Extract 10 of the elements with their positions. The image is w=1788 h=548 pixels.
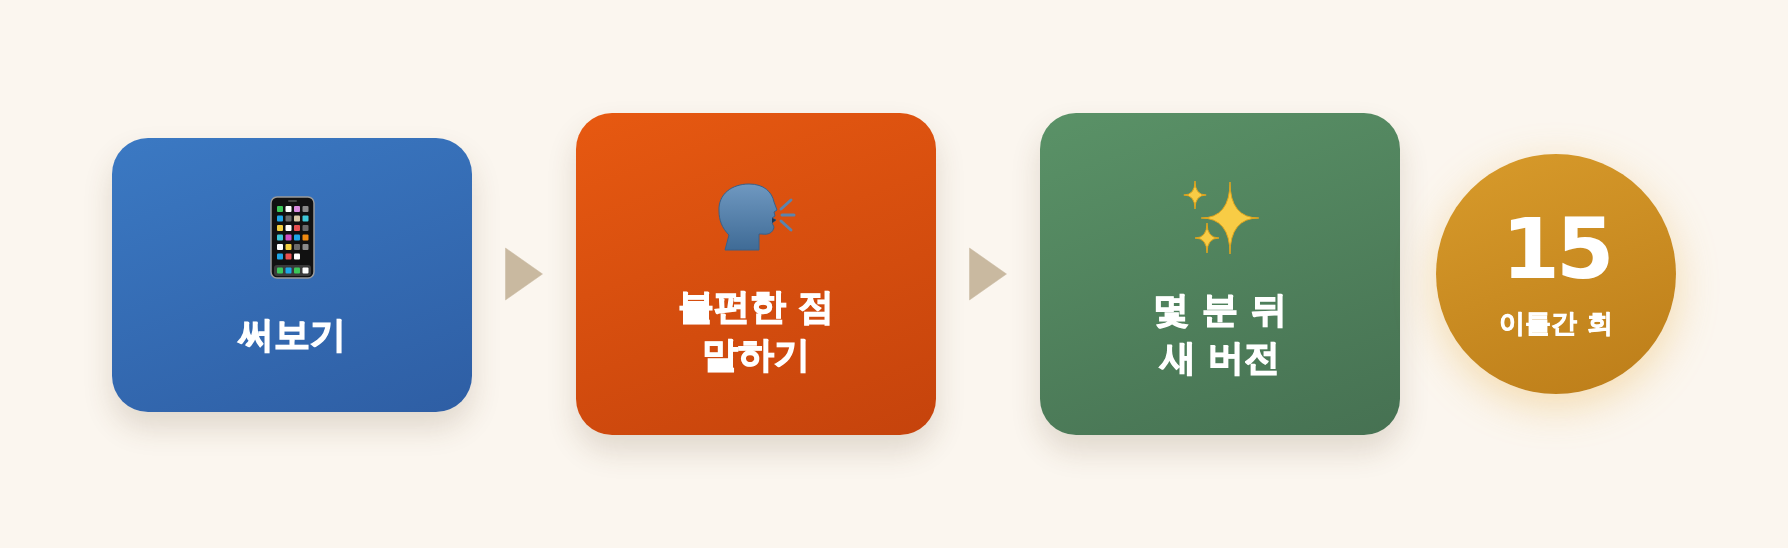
step-card bbox=[1040, 113, 1400, 435]
arrow bbox=[969, 247, 1007, 301]
step-label: 써보기 bbox=[238, 312, 346, 357]
count-caption: 이틀간 회 bbox=[1499, 307, 1613, 339]
count-number: 15 bbox=[1501, 209, 1611, 289]
step-card bbox=[112, 138, 472, 412]
step-label: 몇 분 뒤 새 버전 bbox=[1152, 288, 1288, 380]
step-label: 불편한 점 말하기 bbox=[676, 285, 836, 377]
step-card bbox=[576, 113, 936, 435]
arrow bbox=[505, 247, 543, 301]
